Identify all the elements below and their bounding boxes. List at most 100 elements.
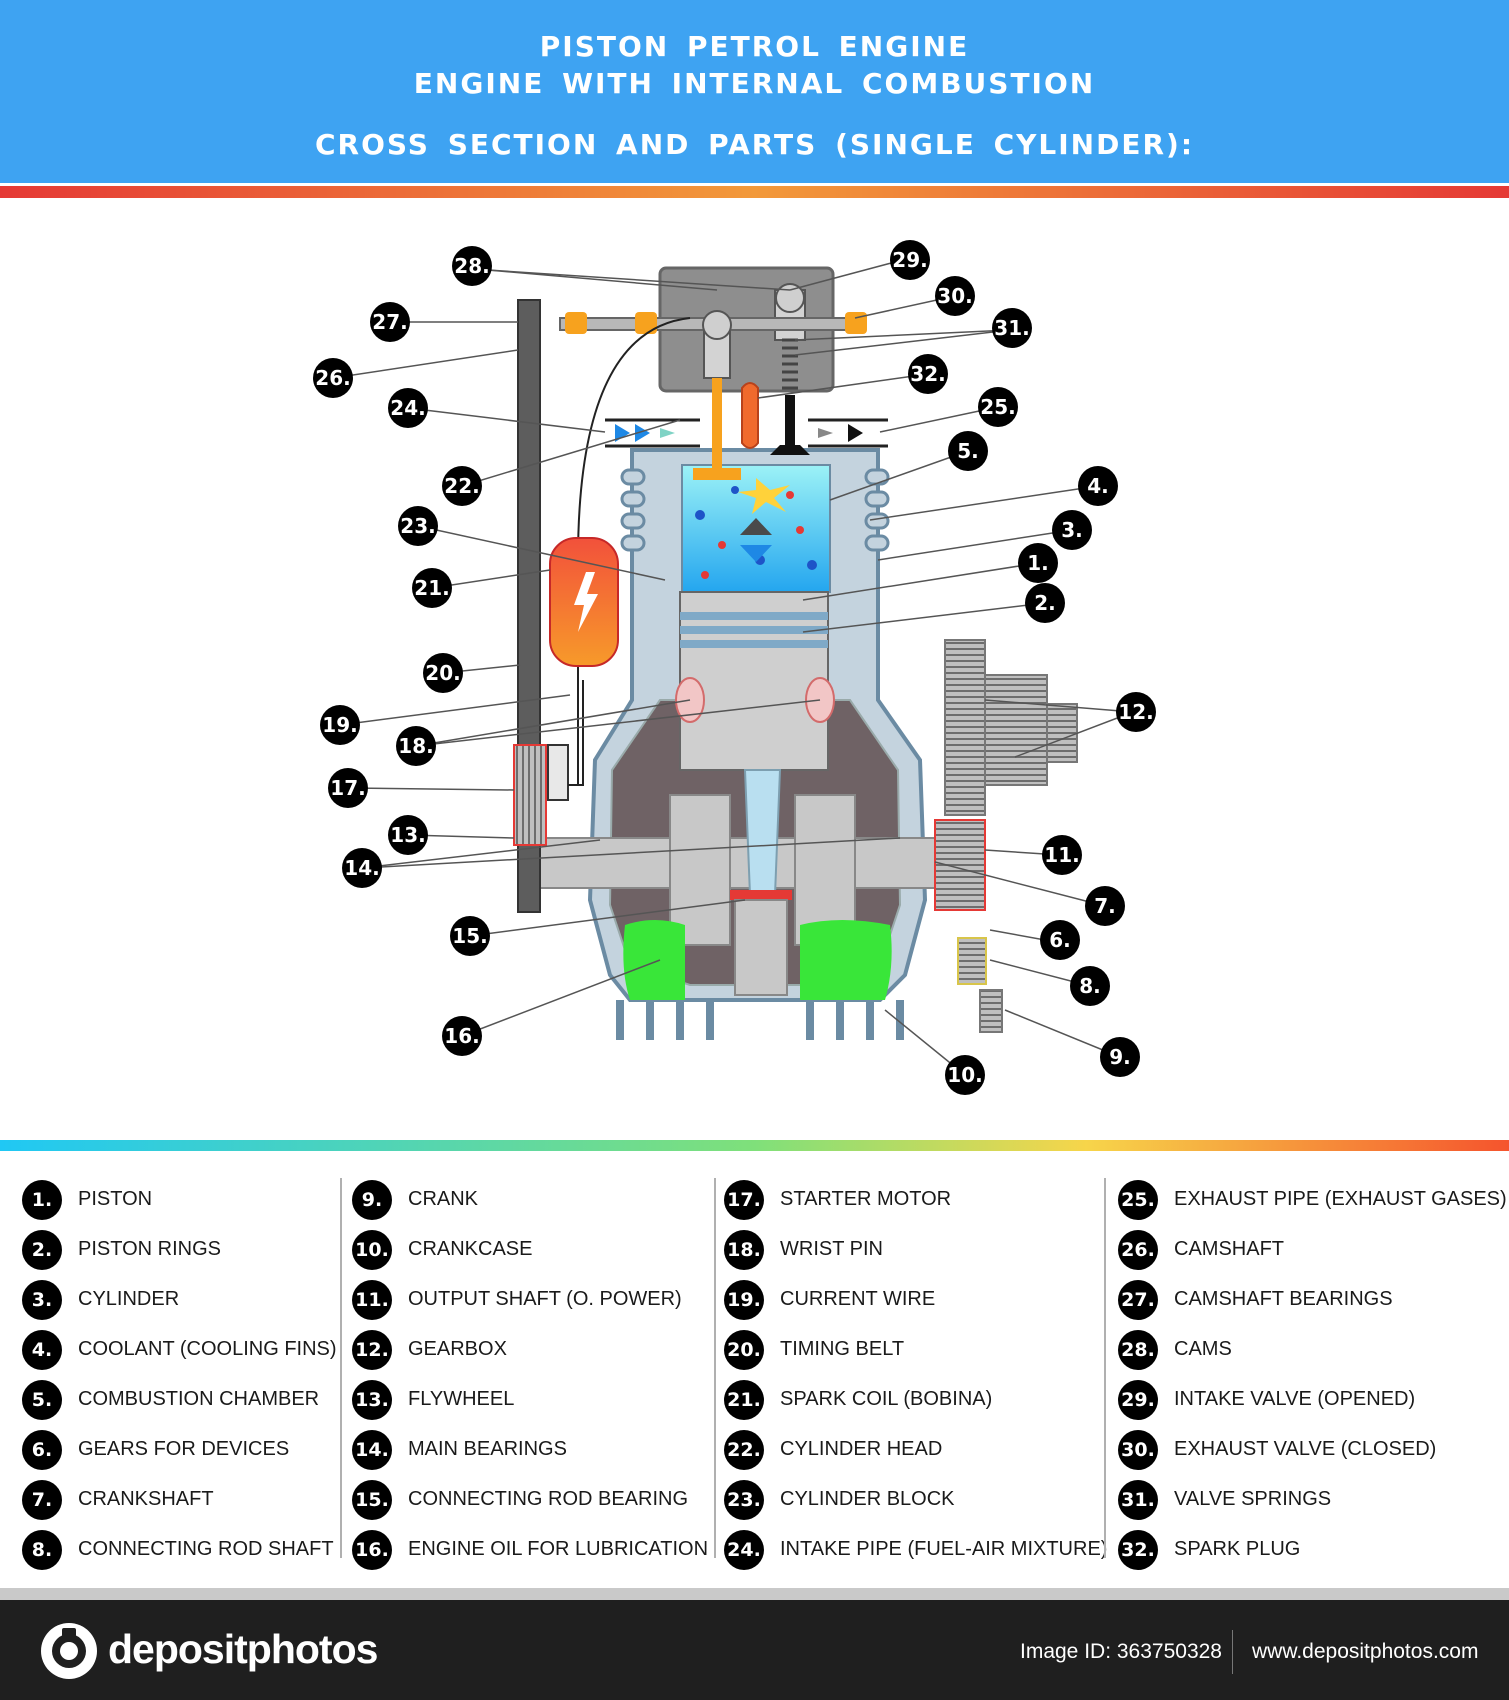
callout-1: 1. (1018, 543, 1058, 583)
connecting-rod (743, 769, 782, 896)
legend-separator (714, 1178, 716, 1558)
callout-15: 15. (450, 916, 490, 956)
legend-item: 4.COOLANT (COOLING FINS) (22, 1330, 402, 1370)
gearbox (944, 639, 1078, 816)
legend-item: 26.CAMSHAFT (1118, 1230, 1498, 1270)
header-divider (0, 186, 1509, 198)
svg-text:14.: 14. (344, 856, 379, 880)
crankshaft (539, 794, 986, 946)
legend-item: 19.CURRENT WIRE (724, 1280, 1104, 1320)
legend-item: 21.SPARK COIL (BOBINA) (724, 1380, 1104, 1420)
svg-text:26.: 26. (315, 366, 350, 390)
legend-item: 27.CAMSHAFT BEARINGS (1118, 1280, 1498, 1320)
site-link[interactable]: www.depositphotos.com (1252, 1640, 1479, 1663)
callout-31: 31. (992, 308, 1032, 348)
legend-separator (340, 1178, 342, 1558)
legend-column-1: 1.PISTON 2.PISTON RINGS 3.CYLINDER 4.COO… (22, 1160, 402, 1580)
svg-text:18.: 18. (398, 734, 433, 758)
engine-diagram: 1. 2. 3. 4. 5. 6. 7. 8. 9. 10. 11. 12. 1… (313, 240, 1156, 1095)
flywheel (513, 744, 547, 846)
svg-text:2.: 2. (1034, 591, 1056, 615)
svg-text:23.: 23. (400, 514, 435, 538)
svg-text:30.: 30. (937, 284, 972, 308)
svg-text:4.: 4. (1087, 474, 1109, 498)
title-line-1: PISTON PETROL ENGINE (539, 30, 970, 63)
cam (702, 310, 732, 340)
svg-text:9.: 9. (1109, 1045, 1131, 1069)
callout-19: 19. (320, 705, 360, 745)
legend-item: 17.STARTER MOTOR (724, 1180, 1104, 1220)
callout-24: 24. (388, 388, 428, 428)
legend-item: 14.MAIN BEARINGS (352, 1430, 732, 1470)
svg-text:32.: 32. (910, 362, 945, 386)
intake-pipe (605, 418, 700, 448)
svg-text:7.: 7. (1094, 894, 1116, 918)
svg-text:19.: 19. (322, 713, 357, 737)
legend-item: 16.ENGINE OIL FOR LUBRICATION (352, 1530, 732, 1570)
svg-text:16.: 16. (444, 1024, 479, 1048)
legend-item: 15.CONNECTING ROD BEARING (352, 1480, 732, 1520)
callout-30: 30. (935, 276, 975, 316)
footer-separator (1232, 1630, 1233, 1674)
svg-text:1.: 1. (1027, 551, 1049, 575)
callout-3: 3. (1052, 510, 1092, 550)
connecting-rod-bearing (730, 890, 792, 900)
svg-text:24.: 24. (390, 396, 425, 420)
callout-13: 13. (388, 815, 428, 855)
cam (775, 283, 805, 313)
legend-column-2: 9.CRANK 10.CRANKCASE 11.OUTPUT SHAFT (O.… (352, 1160, 732, 1580)
legend-item: 7.CRANKSHAFT (22, 1480, 402, 1520)
device-gears (957, 937, 987, 985)
piston (675, 591, 835, 771)
legend-item: 3.CYLINDER (22, 1280, 402, 1320)
legend-item: 23.CYLINDER BLOCK (724, 1480, 1104, 1520)
footer-logo-text: depositphotos (108, 1626, 378, 1672)
device-gears (979, 989, 1003, 1033)
exhaust-pipe (808, 418, 888, 448)
svg-text:22.: 22. (444, 474, 479, 498)
callout-18: 18. (396, 726, 436, 766)
connecting-rod-shaft (734, 899, 788, 996)
callout-6: 6. (1040, 920, 1080, 960)
svg-text:13.: 13. (390, 823, 425, 847)
legend-item: 5.COMBUSTION CHAMBER (22, 1380, 402, 1420)
header-banner: PISTON PETROL ENGINE ENGINE WITH INTERNA… (0, 0, 1509, 183)
callout-27: 27. (370, 302, 410, 342)
current-wire (568, 317, 691, 786)
camshaft-bearing (565, 312, 587, 334)
callout-markers: 1. 2. 3. 4. 5. 6. 7. 8. 9. 10. 11. 12. 1… (313, 240, 1156, 1095)
svg-text:11.: 11. (1044, 843, 1079, 867)
svg-text:31.: 31. (994, 316, 1029, 340)
svg-text:27.: 27. (372, 310, 407, 334)
svg-text:3.: 3. (1061, 518, 1083, 542)
legend-separator (1104, 1178, 1106, 1558)
arrow-up-icon (740, 518, 772, 535)
camshaft-bearing (845, 312, 867, 334)
callout-25: 25. (978, 387, 1018, 427)
svg-text:28.: 28. (454, 254, 489, 278)
callout-16: 16. (442, 1016, 482, 1056)
callout-26: 26. (313, 358, 353, 398)
legend-item: 20.TIMING BELT (724, 1330, 1104, 1370)
callout-28: 28. (452, 246, 492, 286)
callout-2: 2. (1025, 583, 1065, 623)
footer: depositphotos Image ID: 363750328 www.de… (0, 1600, 1509, 1700)
starter-motor (547, 744, 569, 801)
callout-22: 22. (442, 466, 482, 506)
svg-text:6.: 6. (1049, 928, 1071, 952)
legend-item: 8.CONNECTING ROD SHAFT (22, 1530, 402, 1570)
svg-text:20.: 20. (425, 661, 460, 685)
lightning-icon (574, 572, 598, 632)
legend-item: 11.OUTPUT SHAFT (O. POWER) (352, 1280, 732, 1320)
callout-11: 11. (1042, 835, 1082, 875)
svg-text:17.: 17. (330, 776, 365, 800)
legend-column-3: 17.STARTER MOTOR 18.WRIST PIN 19.CURRENT… (724, 1160, 1107, 1580)
legend-item: 12.GEARBOX (352, 1330, 732, 1370)
image-id: Image ID: 363750328 (1020, 1640, 1222, 1663)
svg-text:5.: 5. (957, 439, 979, 463)
legend-item: 32.SPARK PLUG (1118, 1530, 1498, 1570)
callout-32: 32. (908, 354, 948, 394)
title-line-2: ENGINE WITH INTERNAL COMBUSTION (413, 67, 1096, 100)
footer-divider (0, 1588, 1509, 1600)
parts-legend: 1.PISTON 2.PISTON RINGS 3.CYLINDER 4.COO… (0, 1160, 1509, 1590)
